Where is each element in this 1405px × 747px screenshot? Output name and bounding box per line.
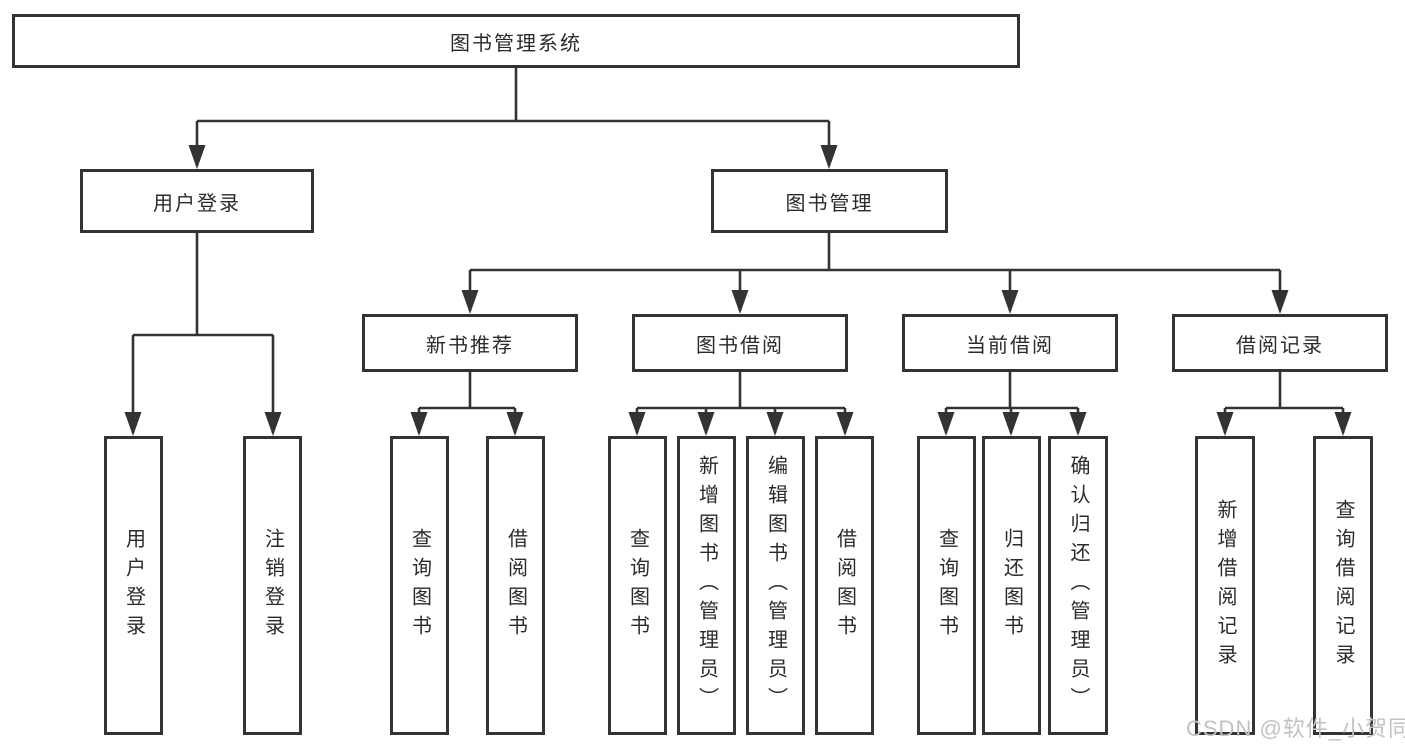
leaf-current-query-books: 查询图书 — [917, 436, 976, 735]
node-user-login: 用户登录 — [80, 169, 314, 233]
leaf-recommend-query-books-label: 查询图书 — [408, 527, 431, 644]
leaf-borrow-edit-books-admin: 编辑图书（管理员） — [746, 436, 805, 735]
leaf-records-query-record: 查询借阅记录 — [1313, 436, 1373, 735]
node-book-management: 图书管理 — [711, 169, 948, 233]
node-borrow-records: 借阅记录 — [1172, 314, 1388, 372]
leaf-current-return-books: 归还图书 — [982, 436, 1041, 735]
leaf-user-login: 用户登录 — [104, 436, 163, 735]
leaf-records-add-record: 新增借阅记录 — [1195, 436, 1255, 735]
node-current-borrow-label: 当前借阅 — [966, 334, 1054, 357]
leaf-borrow-add-books-admin: 新增图书（管理员） — [677, 436, 736, 735]
node-current-borrow: 当前借阅 — [902, 314, 1118, 372]
leaf-borrow-query-books: 查询图书 — [608, 436, 667, 735]
leaf-current-confirm-return-admin: 确认归还（管理员） — [1048, 436, 1108, 735]
connector-path — [131, 68, 1345, 433]
leaf-borrow-borrow-books-label: 借阅图书 — [833, 527, 856, 644]
node-borrow-records-label: 借阅记录 — [1236, 334, 1324, 357]
node-user-login-label: 用户登录 — [153, 192, 241, 215]
leaf-logout-label: 注销登录 — [261, 527, 284, 644]
node-root: 图书管理系统 — [12, 14, 1020, 68]
leaf-logout: 注销登录 — [243, 436, 302, 735]
csdn-watermark: CSDN @软件_小贺同学 — [1186, 716, 1405, 741]
node-book-borrow: 图书借阅 — [632, 314, 848, 372]
leaf-recommend-borrow-books-label: 借阅图书 — [504, 527, 527, 644]
node-book-management-label: 图书管理 — [785, 192, 874, 215]
leaf-current-confirm-return-admin-label: 确认归还（管理员） — [1067, 455, 1089, 716]
node-root-label: 图书管理系统 — [450, 32, 582, 55]
leaf-records-add-record-label: 新增借阅记录 — [1214, 498, 1236, 673]
leaf-borrow-borrow-books: 借阅图书 — [815, 436, 874, 735]
node-new-book-recommend: 新书推荐 — [362, 314, 578, 372]
leaf-recommend-query-books: 查询图书 — [390, 436, 449, 735]
leaf-recommend-borrow-books: 借阅图书 — [486, 436, 545, 735]
arrowheads — [124, 145, 1352, 436]
node-new-book-recommend-label: 新书推荐 — [426, 334, 514, 357]
node-book-borrow-label: 图书借阅 — [696, 334, 784, 357]
leaf-borrow-edit-books-admin-label: 编辑图书（管理员） — [764, 455, 787, 716]
leaf-current-query-books-label: 查询图书 — [935, 527, 958, 644]
leaf-current-return-books-label: 归还图书 — [1000, 527, 1023, 644]
leaf-records-query-record-label: 查询借阅记录 — [1332, 498, 1354, 673]
leaf-borrow-add-books-admin-label: 新增图书（管理员） — [695, 455, 718, 716]
leaf-borrow-query-books-label: 查询图书 — [626, 527, 649, 644]
leaf-user-login-label: 用户登录 — [122, 527, 145, 644]
